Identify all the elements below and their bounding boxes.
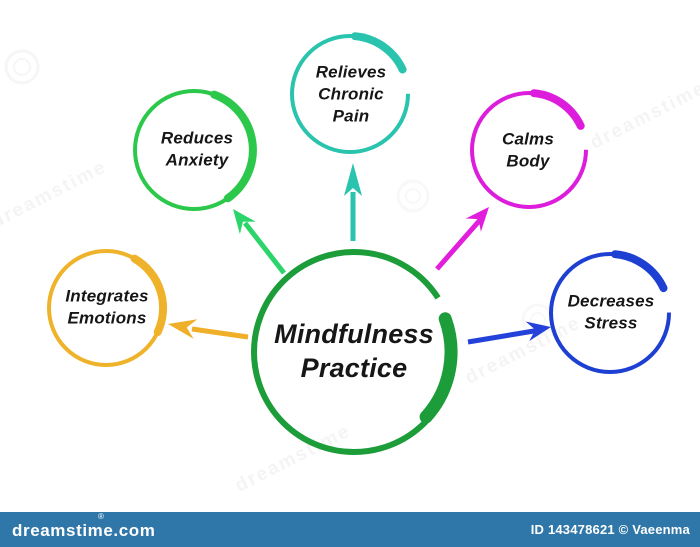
watermark-logo-icon <box>4 49 40 85</box>
satellite-circle-brush-tail <box>611 250 668 293</box>
satellite-label-relieves-chronic-pain: Relieves Chronic Pain <box>315 62 387 125</box>
satellite-circle-brush-tail <box>351 32 407 74</box>
arrow-to-decreases-stress <box>467 321 551 345</box>
center-circle-brush-tail <box>419 312 458 424</box>
satellite-circle <box>549 252 671 374</box>
node-reduces-anxiety <box>133 89 257 211</box>
arrow-shaft <box>435 218 482 271</box>
diagram-canvas <box>4 32 671 455</box>
arrow-to-integrates-emotions <box>168 319 249 340</box>
satellite-label-reduces-anxiety: Reduces Anxiety <box>160 128 234 169</box>
arrow-head <box>233 209 256 235</box>
node-mindfulness-practice <box>251 249 458 455</box>
arrow-head <box>525 321 551 342</box>
arrow-shaft <box>467 328 538 345</box>
satellite-label-integrates-emotions: Integrates Emotions <box>65 286 149 327</box>
watermark-logo-icon <box>396 179 430 213</box>
image-credit-text: ID 143478621 © Vaeenma <box>530 522 690 537</box>
arrow-head <box>465 207 489 232</box>
node-relieves-chronic-pain <box>290 32 410 154</box>
registered-mark: ® <box>98 512 105 521</box>
arrow-to-calms-body <box>435 207 489 271</box>
satellite-circle-brush-tail <box>210 90 257 203</box>
satellite-circle <box>470 91 588 209</box>
satellite-circle-brush-tail <box>530 89 585 130</box>
arrow-to-reduces-anxiety <box>233 209 286 275</box>
dreamstime-logo-text: dreamstime.com <box>12 521 156 540</box>
arrow-head <box>344 163 362 196</box>
center-node-label: Mindfulness Practice <box>274 318 434 383</box>
satellite-label-decreases-stress: Decreases Stress <box>567 291 655 332</box>
watermark-bar: dreamstime.com ® ID 143478621 © Vaeenma <box>0 512 700 547</box>
node-decreases-stress <box>549 250 671 374</box>
node-integrates-emotions <box>47 249 168 367</box>
satellite-label-calms-body: Calms Body <box>501 129 555 170</box>
satellite-circle <box>290 34 410 154</box>
node-calms-body <box>470 89 588 209</box>
arrow-to-relieves-chronic-pain <box>344 163 362 241</box>
satellite-circle-brush-tail <box>130 254 168 337</box>
diagram-stage: dreamstime dreamstime dreamstime dreamst… <box>0 32 700 497</box>
dreamstime-logo: dreamstime.com ® <box>12 512 156 541</box>
arrow-head <box>168 319 198 339</box>
arrow-shaft <box>243 221 286 275</box>
arrow-shaft <box>191 326 249 340</box>
